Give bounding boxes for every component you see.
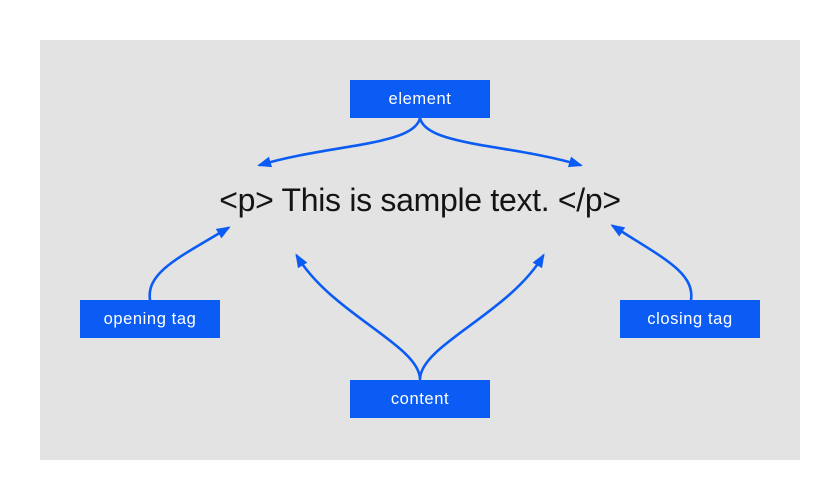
label-box-closing-tag: closing tag (620, 300, 760, 338)
label-box-element: element (350, 80, 490, 118)
opening-tag-label: opening tag (103, 309, 197, 328)
element-label: element (388, 89, 452, 108)
content-label: content (390, 389, 450, 408)
closing-tag-label: closing tag (647, 309, 733, 328)
sample-code-text: <p> This is sample text. </p> (219, 182, 621, 218)
label-box-content: content (350, 380, 490, 418)
label-box-opening-tag: opening tag (80, 300, 220, 338)
